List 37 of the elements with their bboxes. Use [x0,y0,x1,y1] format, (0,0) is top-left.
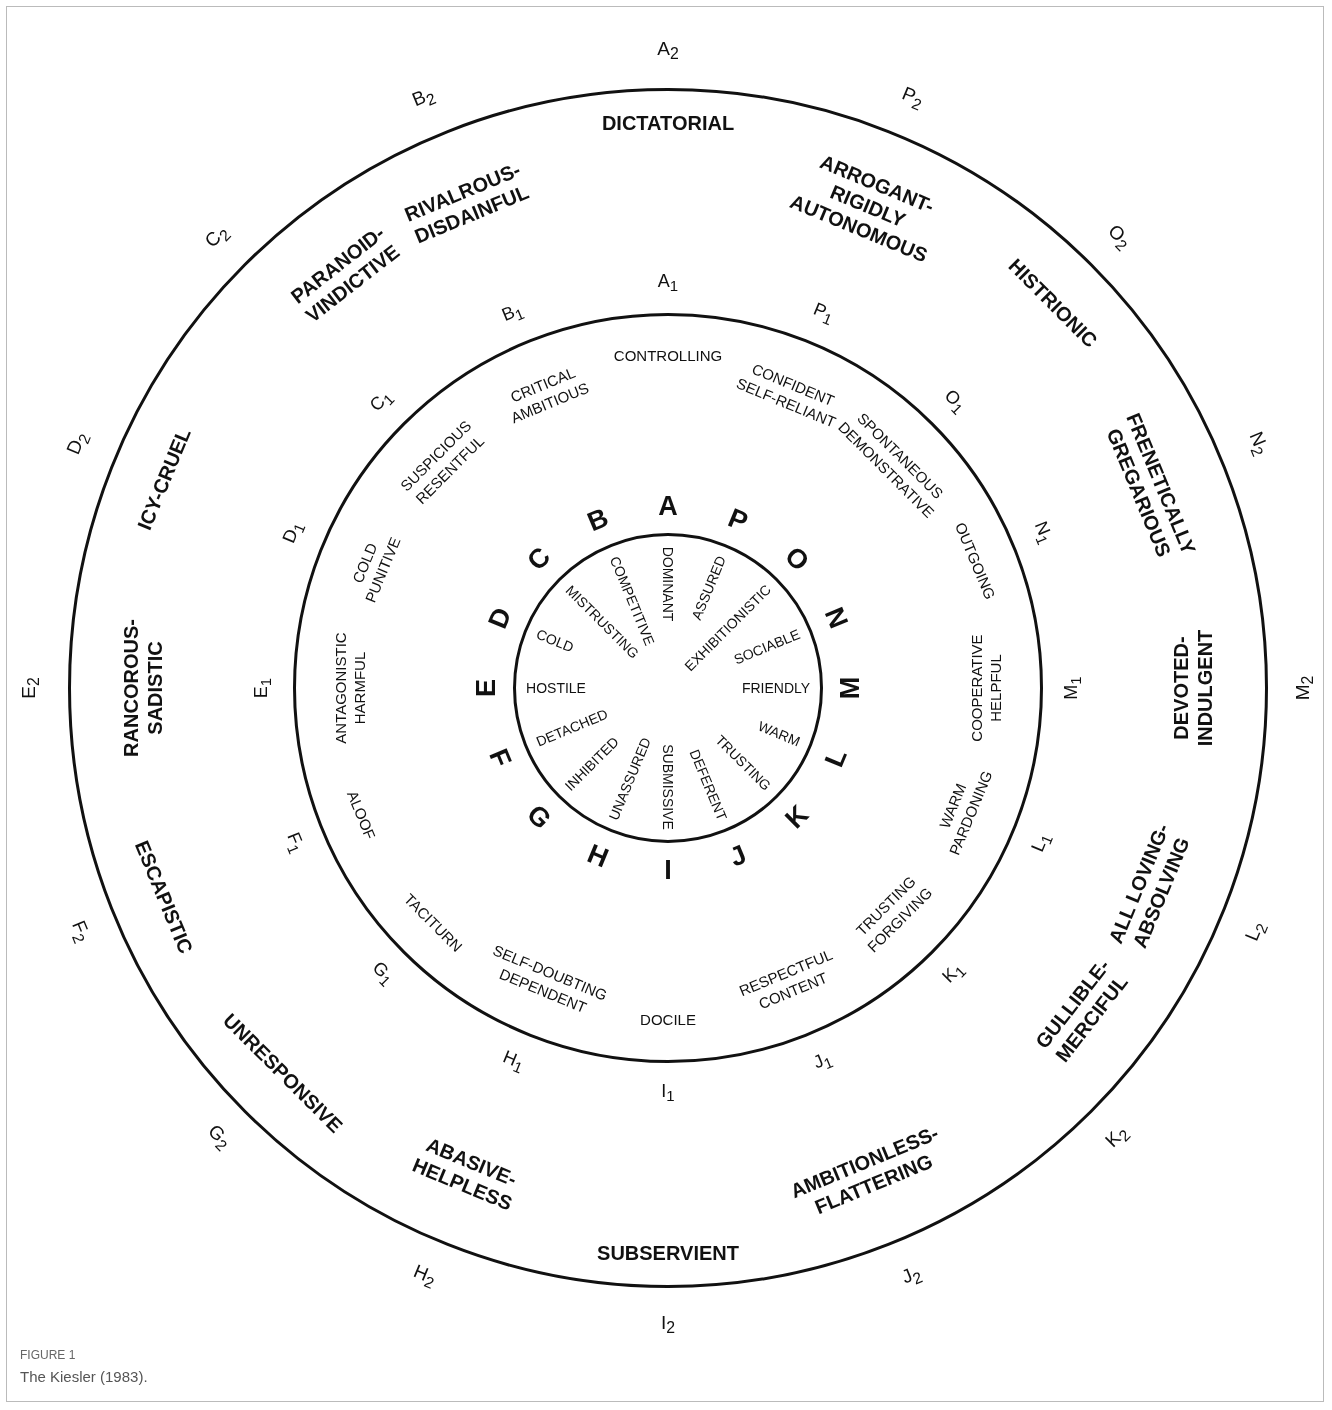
segment-letter: J [724,838,751,874]
figure-number: FIGURE 1 [20,1348,76,1362]
segment-letter: N [817,603,855,634]
segment-letter: B [583,501,614,539]
trait-label: CONTROLLING [613,347,723,365]
segment-letter: K [778,798,816,836]
segment-letter: I$_{2}$ [660,1311,676,1339]
segment-letter: I [664,853,672,887]
segment-letter: C [520,540,558,578]
figure-caption: The Kiesler (1983). [20,1368,148,1385]
trait-label: HOSTILE [526,679,586,697]
trait-label: FRIENDLY [741,679,811,697]
segment-letter: D [481,603,519,634]
segment-letter: A$_{2}$ [657,37,679,65]
segment-letter: L [818,743,854,772]
trait-label: DEVOTED-INDULGENT [1169,629,1217,747]
segment-letter: G [520,797,559,836]
trait-label: HELPFUL [986,654,1005,722]
trait-label: COOPERATIVE [967,634,986,742]
segment-letter: M [833,676,866,700]
trait-label: ANTAGONISTIC [331,632,350,744]
trait-label: HARMFUL [350,651,369,725]
trait-label: DOMINANT [659,546,677,621]
inner-circle [513,533,823,843]
trait-label: DOCILE [640,1011,696,1029]
segment-letter: A [658,489,678,523]
segment-letter: O [777,540,816,579]
segment-letter: I$_{1}$ [661,1080,675,1106]
trait-label: RANCOROUS-SADISTIC [119,619,167,757]
segment-letter: H [583,837,614,875]
trait-label: DICTATORIAL [601,111,735,135]
segment-letter: P [723,501,753,539]
segment-letter: F [482,743,518,772]
segment-letter: A$_{1}$ [657,270,679,296]
trait-label: SUBSERVIENT [597,1241,739,1265]
segment-letter: E [469,679,502,697]
trait-label: SUBMISSIVE [659,744,677,830]
